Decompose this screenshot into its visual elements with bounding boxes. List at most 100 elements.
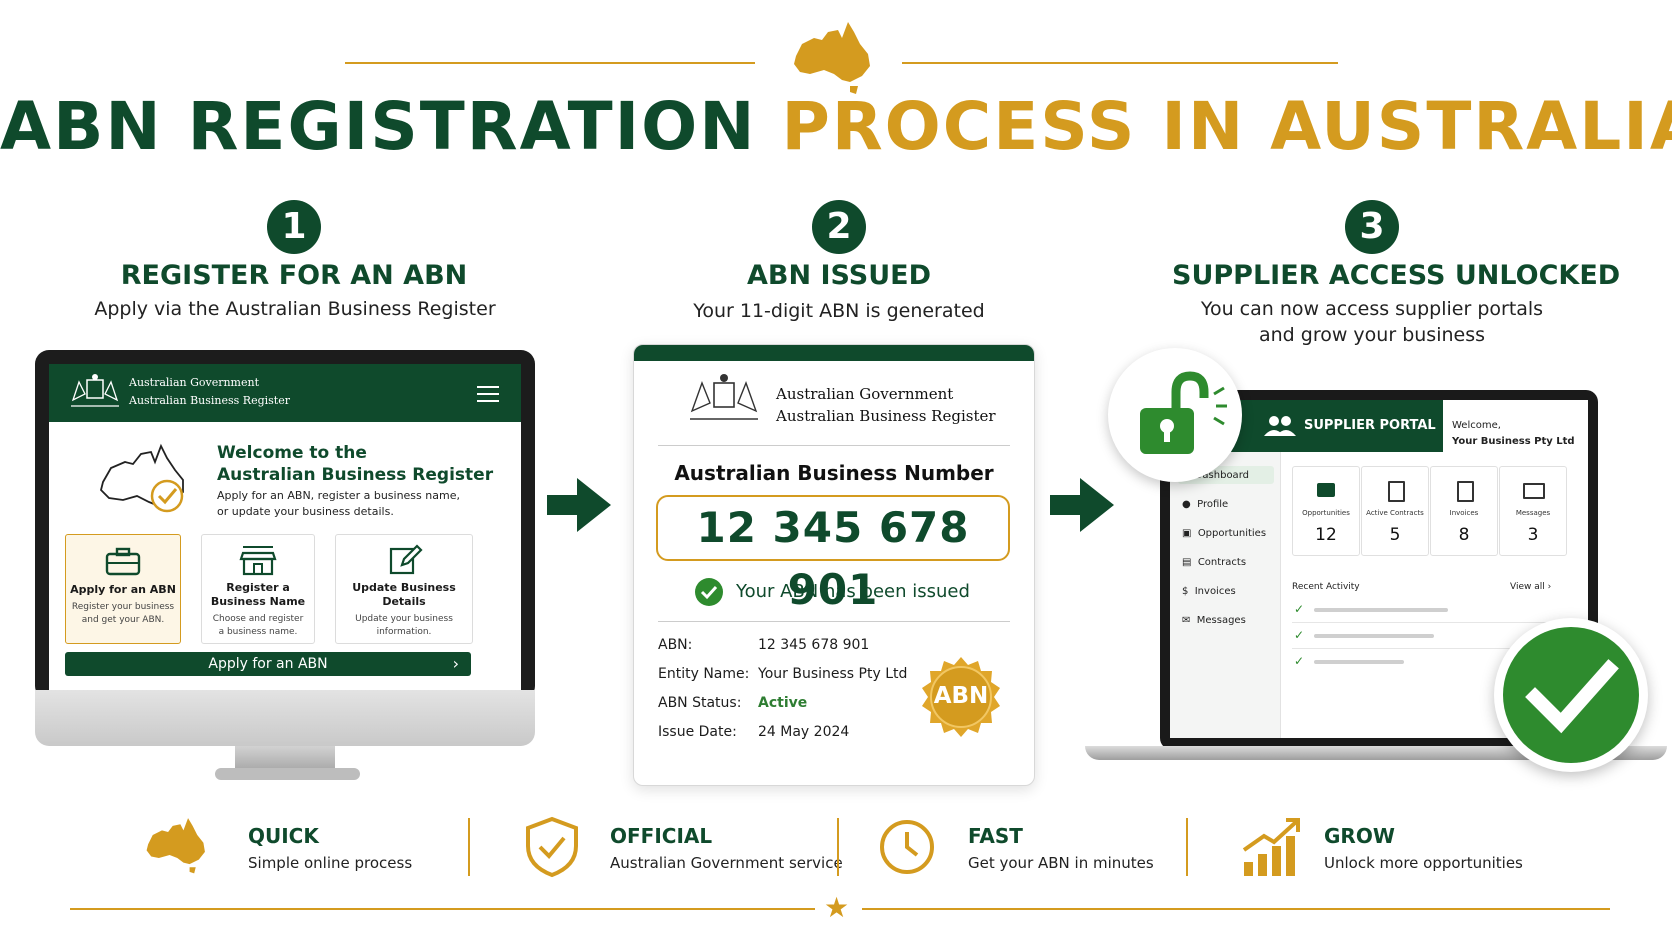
apply-abn-desc-line1: Register your business: [71, 602, 175, 612]
apply-for-abn-button[interactable]: Apply for an ABN ›: [65, 652, 471, 676]
hamburger-menu-icon[interactable]: [477, 384, 499, 402]
abr-gov-line1: Australian Government: [129, 376, 260, 389]
apply-abn-card-title: Apply for an ABN: [70, 583, 176, 596]
coat-of-arms-icon: [71, 374, 119, 407]
stat-messages[interactable]: Messages 3: [1499, 466, 1567, 556]
invoice-icon: [1457, 481, 1474, 502]
welcome-intro: Apply for an ABN, register a business na…: [217, 488, 460, 520]
field-issue-date-label: Issue Date:: [658, 724, 737, 740]
clock-icon: [880, 820, 934, 874]
update-business-details-card[interactable]: Update Business Details Update your busi…: [335, 534, 473, 644]
check-icon: ✓: [1294, 602, 1305, 616]
stat-opportunities-value: 12: [1315, 525, 1337, 545]
nav-invoices-label: Invoices: [1194, 586, 1236, 597]
desktop-monitor: Australian Government Australian Busines…: [35, 350, 535, 702]
nav-messages[interactable]: ✉ Messages: [1182, 615, 1246, 626]
abn-number: 12 345 678 901: [696, 503, 970, 614]
nav-profile-label: Profile: [1197, 499, 1229, 510]
step-1-title: REGISTER FOR AN ABN: [120, 260, 468, 291]
portal-title: SUPPLIER PORTAL: [1304, 418, 1436, 433]
step-1-subtitle: Apply via the Australian Business Regist…: [94, 298, 496, 320]
benefit-divider: [1186, 818, 1188, 876]
benefit-quick: QUICK Simple online process: [248, 824, 412, 872]
update-business-details-title: Update Business Details: [336, 581, 472, 609]
portal-business-name: Your Business Pty Ltd: [1452, 436, 1575, 447]
step-2-title: ABN ISSUED: [747, 260, 931, 291]
nav-profile[interactable]: ● Profile: [1182, 499, 1228, 510]
field-abn-value: 12 345 678 901: [758, 637, 870, 653]
welcome-line1: Welcome to the: [217, 443, 367, 463]
stat-messages-value: 3: [1527, 525, 1539, 545]
australia-outline-check-icon: [100, 443, 184, 513]
nav-invoices[interactable]: $ Invoices: [1182, 586, 1236, 597]
certificate-divider-mid: [658, 621, 1010, 622]
register-business-name-card[interactable]: Register a Business Name Choose and regi…: [201, 534, 315, 644]
benefit-fast-title: FAST: [968, 824, 1023, 848]
benefit-grow-desc: Unlock more opportunities: [1324, 854, 1523, 872]
certificate-gov-line1: Australian Government: [776, 385, 954, 403]
step-2-number: 2: [812, 200, 866, 254]
mail-icon: ✉: [1182, 615, 1191, 626]
rbn-desc-line2: a business name.: [218, 627, 298, 637]
footer-rule-right: [862, 908, 1610, 910]
benefit-grow: GROW Unlock more opportunities: [1324, 824, 1523, 872]
benefit-grow-title: GROW: [1324, 824, 1395, 848]
check-icon: ✓: [1294, 654, 1305, 668]
stat-active-contracts[interactable]: Active Contracts 5: [1361, 466, 1429, 556]
nav-opportunities-label: Opportunities: [1197, 528, 1267, 539]
intro-line2: or update your business details.: [217, 505, 394, 518]
benefit-quick-title: QUICK: [248, 824, 319, 848]
ubd-desc-line1: Update your business: [355, 614, 453, 624]
ubd-title-line2: Details: [382, 595, 426, 608]
apply-abn-card[interactable]: Apply for an ABN Register your business …: [65, 534, 181, 644]
abr-header-bar: Australian Government Australian Busines…: [49, 364, 521, 422]
benefit-fast: FAST Get your ABN in minutes: [968, 824, 1154, 872]
rbn-title-line1: Register a: [226, 581, 290, 594]
benefit-official-desc: Australian Government service: [610, 854, 843, 872]
activity-row: ✓: [1292, 598, 1562, 623]
recent-activity-heading: Recent Activity: [1292, 582, 1360, 592]
certificate-top-bar: [634, 345, 1034, 361]
field-entity-label: Entity Name:: [658, 666, 750, 682]
register-business-name-desc: Choose and register a business name.: [202, 613, 314, 639]
step-2-subtitle: Your 11-digit ABN is generated: [693, 300, 985, 322]
benefit-official: OFFICIAL Australian Government service: [610, 824, 843, 872]
apply-abn-card-desc: Register your business and get your ABN.: [66, 601, 180, 627]
nav-contracts[interactable]: ▤ Contracts: [1182, 557, 1246, 568]
ubd-title-line1: Update Business: [352, 581, 456, 594]
page-title: ABN REGISTRATION PROCESS IN AUSTRALIA: [0, 88, 1672, 165]
monitor-base: [215, 768, 360, 780]
chevron-right-icon: ›: [452, 654, 459, 673]
large-check-icon: [1503, 627, 1639, 763]
document-icon: [1388, 481, 1405, 502]
storefront-icon: [239, 546, 277, 576]
footer-rule-left: [70, 908, 815, 910]
abn-heading: Australian Business Number: [674, 461, 994, 485]
activity-row: ✓: [1292, 650, 1562, 674]
mail-icon: [1523, 483, 1545, 499]
abr-website-screen: Australian Government Australian Busines…: [49, 364, 521, 702]
dollar-icon: $: [1182, 586, 1189, 597]
stat-opportunities-label: Opportunities: [1302, 509, 1350, 517]
update-business-details-desc: Update your business information.: [336, 613, 472, 639]
stat-contracts-label: Active Contracts: [1366, 509, 1424, 517]
rbn-desc-line1: Choose and register: [212, 614, 304, 624]
field-status-value: Active: [758, 695, 808, 711]
stat-invoices[interactable]: Invoices 8: [1430, 466, 1498, 556]
rbn-title-line2: Business Name: [210, 595, 306, 608]
view-all-link[interactable]: View all ›: [1510, 582, 1552, 592]
monitor-chin: [35, 690, 535, 746]
title-part-1: ABN REGISTRATION: [0, 88, 757, 165]
certificate-divider-top: [658, 445, 1010, 446]
check-circle-icon: [695, 578, 723, 606]
abr-gov-line2: Australian Business Register: [129, 394, 290, 407]
abn-number-box: 12 345 678 901: [656, 495, 1010, 614]
abn-seal-badge: [922, 657, 1000, 737]
step-3-number: 3: [1345, 200, 1399, 254]
stat-invoices-label: Invoices: [1449, 509, 1479, 517]
stat-opportunities[interactable]: Opportunities 12: [1292, 466, 1360, 556]
nav-opportunities[interactable]: ▣ Opportunities: [1182, 528, 1266, 539]
intro-line1: Apply for an ABN, register a business na…: [217, 489, 460, 502]
australia-map-icon: [794, 22, 870, 94]
briefcase-icon: ▣: [1182, 528, 1192, 539]
